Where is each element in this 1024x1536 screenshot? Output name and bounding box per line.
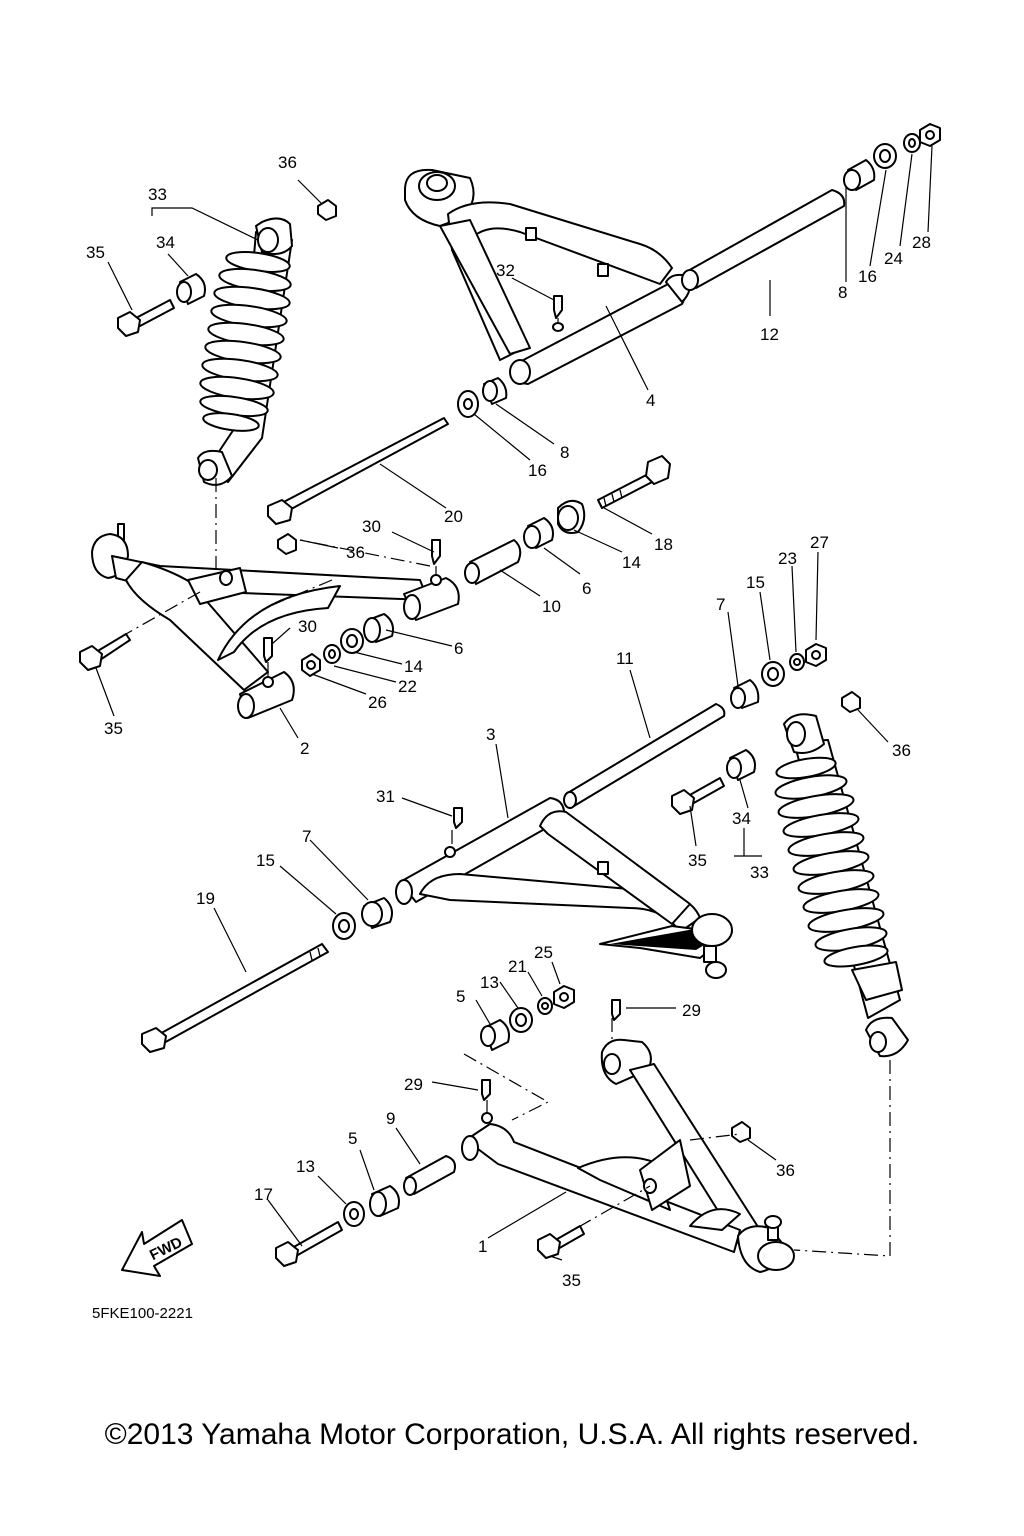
callout-1: 1 [478, 1237, 487, 1256]
callout-33-right: 33 [750, 863, 769, 882]
copyright-notice: ©2013 Yamaha Motor Corporation, U.S.A. A… [104, 1418, 920, 1451]
callout-5-lower: 5 [348, 1129, 357, 1148]
callout-23: 23 [778, 549, 797, 568]
callout-34: 34 [156, 233, 175, 252]
pivot-tube-11 [563, 703, 726, 809]
bolt-18 [597, 455, 671, 509]
callout-35-right: 35 [688, 851, 707, 870]
callout-26: 26 [368, 693, 387, 712]
callout-35: 35 [86, 243, 105, 262]
callout-7-right: 7 [716, 595, 725, 614]
grease-nipple-31 [444, 807, 463, 858]
grease-nipple-30-upper [430, 539, 442, 586]
bushings-6-14-22-26-lower [301, 613, 394, 677]
callout-3: 3 [486, 725, 495, 744]
callout-4: 4 [646, 391, 655, 410]
nut-36-upper-left [277, 199, 337, 555]
bolt-35-upper-left [117, 299, 175, 337]
callout-34-right: 34 [732, 809, 751, 828]
hardware-7-15-left [332, 897, 393, 940]
hardware-5-13-21-25 [480, 985, 575, 1051]
callout-35-left: 35 [104, 719, 123, 738]
callout-33: 33 [148, 185, 167, 204]
callout-14-lower: 14 [404, 657, 423, 676]
nut-36-right [731, 691, 861, 1143]
lower-arm-1 [461, 1038, 795, 1273]
callout-30-upper: 30 [362, 517, 381, 536]
bolt-17 [275, 1221, 343, 1267]
callout-10: 10 [542, 597, 561, 616]
grease-nipple-30-lower [262, 637, 274, 688]
callout-27: 27 [810, 533, 829, 552]
callout-11: 11 [616, 649, 634, 668]
bushings-6-10-14-upper [464, 499, 586, 585]
callout-13-upper: 13 [480, 973, 499, 992]
callout-32: 32 [496, 261, 515, 280]
callout-18: 18 [654, 535, 673, 554]
callout-15-left: 15 [256, 851, 275, 870]
hardware-right-7-15-23-27 [730, 643, 827, 709]
forward-arrow-icon: FWD [121, 1219, 193, 1277]
alignment-lines [125, 318, 891, 1257]
callout-6-lower: 6 [454, 639, 463, 658]
upper-arm-3 [395, 797, 733, 979]
callout-labels: 36 33 34 35 32 12 8 16 24 28 4 8 16 20 3… [86, 153, 931, 1322]
callout-9: 9 [386, 1109, 395, 1128]
callout-14-upper: 14 [622, 553, 641, 572]
callout-16: 16 [528, 461, 547, 480]
shock-absorber-upper-left [197, 217, 293, 486]
callout-22: 22 [398, 677, 417, 696]
callout-8: 8 [560, 443, 569, 462]
upper-arm-4 [404, 168, 691, 385]
bolt-19 [141, 943, 329, 1053]
bolt-35-lower [537, 1225, 585, 1259]
callout-17: 17 [254, 1185, 273, 1204]
bushing-34-upper-left [176, 273, 206, 305]
callout-6-upper: 6 [582, 579, 591, 598]
callout-36-right: 36 [892, 741, 911, 760]
callout-29-right: 29 [682, 1001, 701, 1020]
callout-13-lower: 13 [296, 1157, 315, 1176]
callout-12: 12 [760, 325, 779, 344]
callout-24: 24 [884, 249, 903, 268]
lower-arm-2 [91, 523, 460, 719]
leader-lines [95, 145, 933, 1261]
callout-5-upper: 5 [456, 987, 465, 1006]
bushing-collar-8-16 [457, 377, 508, 418]
callout-7-left: 7 [302, 827, 311, 846]
bushing-34-right [726, 749, 756, 781]
callout-28: 28 [912, 233, 931, 252]
callout-35-lower: 35 [562, 1271, 581, 1290]
callout-30-lower: 30 [298, 617, 317, 636]
callout-21: 21 [508, 957, 527, 976]
callout-25: 25 [534, 943, 553, 962]
callout-36-lower: 36 [776, 1161, 795, 1180]
grease-nipple-29 [481, 999, 621, 1124]
shock-absorber-lower-right [774, 713, 909, 1058]
pivot-tube-12 [681, 189, 846, 291]
hardware-5-9-13-lower [343, 1155, 456, 1227]
grease-nipple-32 [552, 295, 564, 332]
bolt-20 [267, 417, 449, 525]
callout-15-right: 15 [746, 573, 765, 592]
callout-29-left: 29 [404, 1075, 423, 1094]
callout-19: 19 [196, 889, 215, 908]
diagram-code: 5FKE100-2221 [92, 1305, 193, 1322]
callout-31: 31 [376, 787, 395, 806]
bolt-35-right [671, 777, 725, 815]
callout-36: 36 [278, 153, 297, 172]
callout-8-top: 8 [838, 283, 847, 302]
bolt-35-middle-left [79, 633, 131, 671]
callout-36-mid: 36 [346, 543, 365, 562]
callout-20: 20 [444, 507, 463, 526]
callout-16-top: 16 [858, 267, 877, 286]
hardware-top-right [843, 123, 941, 191]
callout-2: 2 [300, 739, 309, 758]
